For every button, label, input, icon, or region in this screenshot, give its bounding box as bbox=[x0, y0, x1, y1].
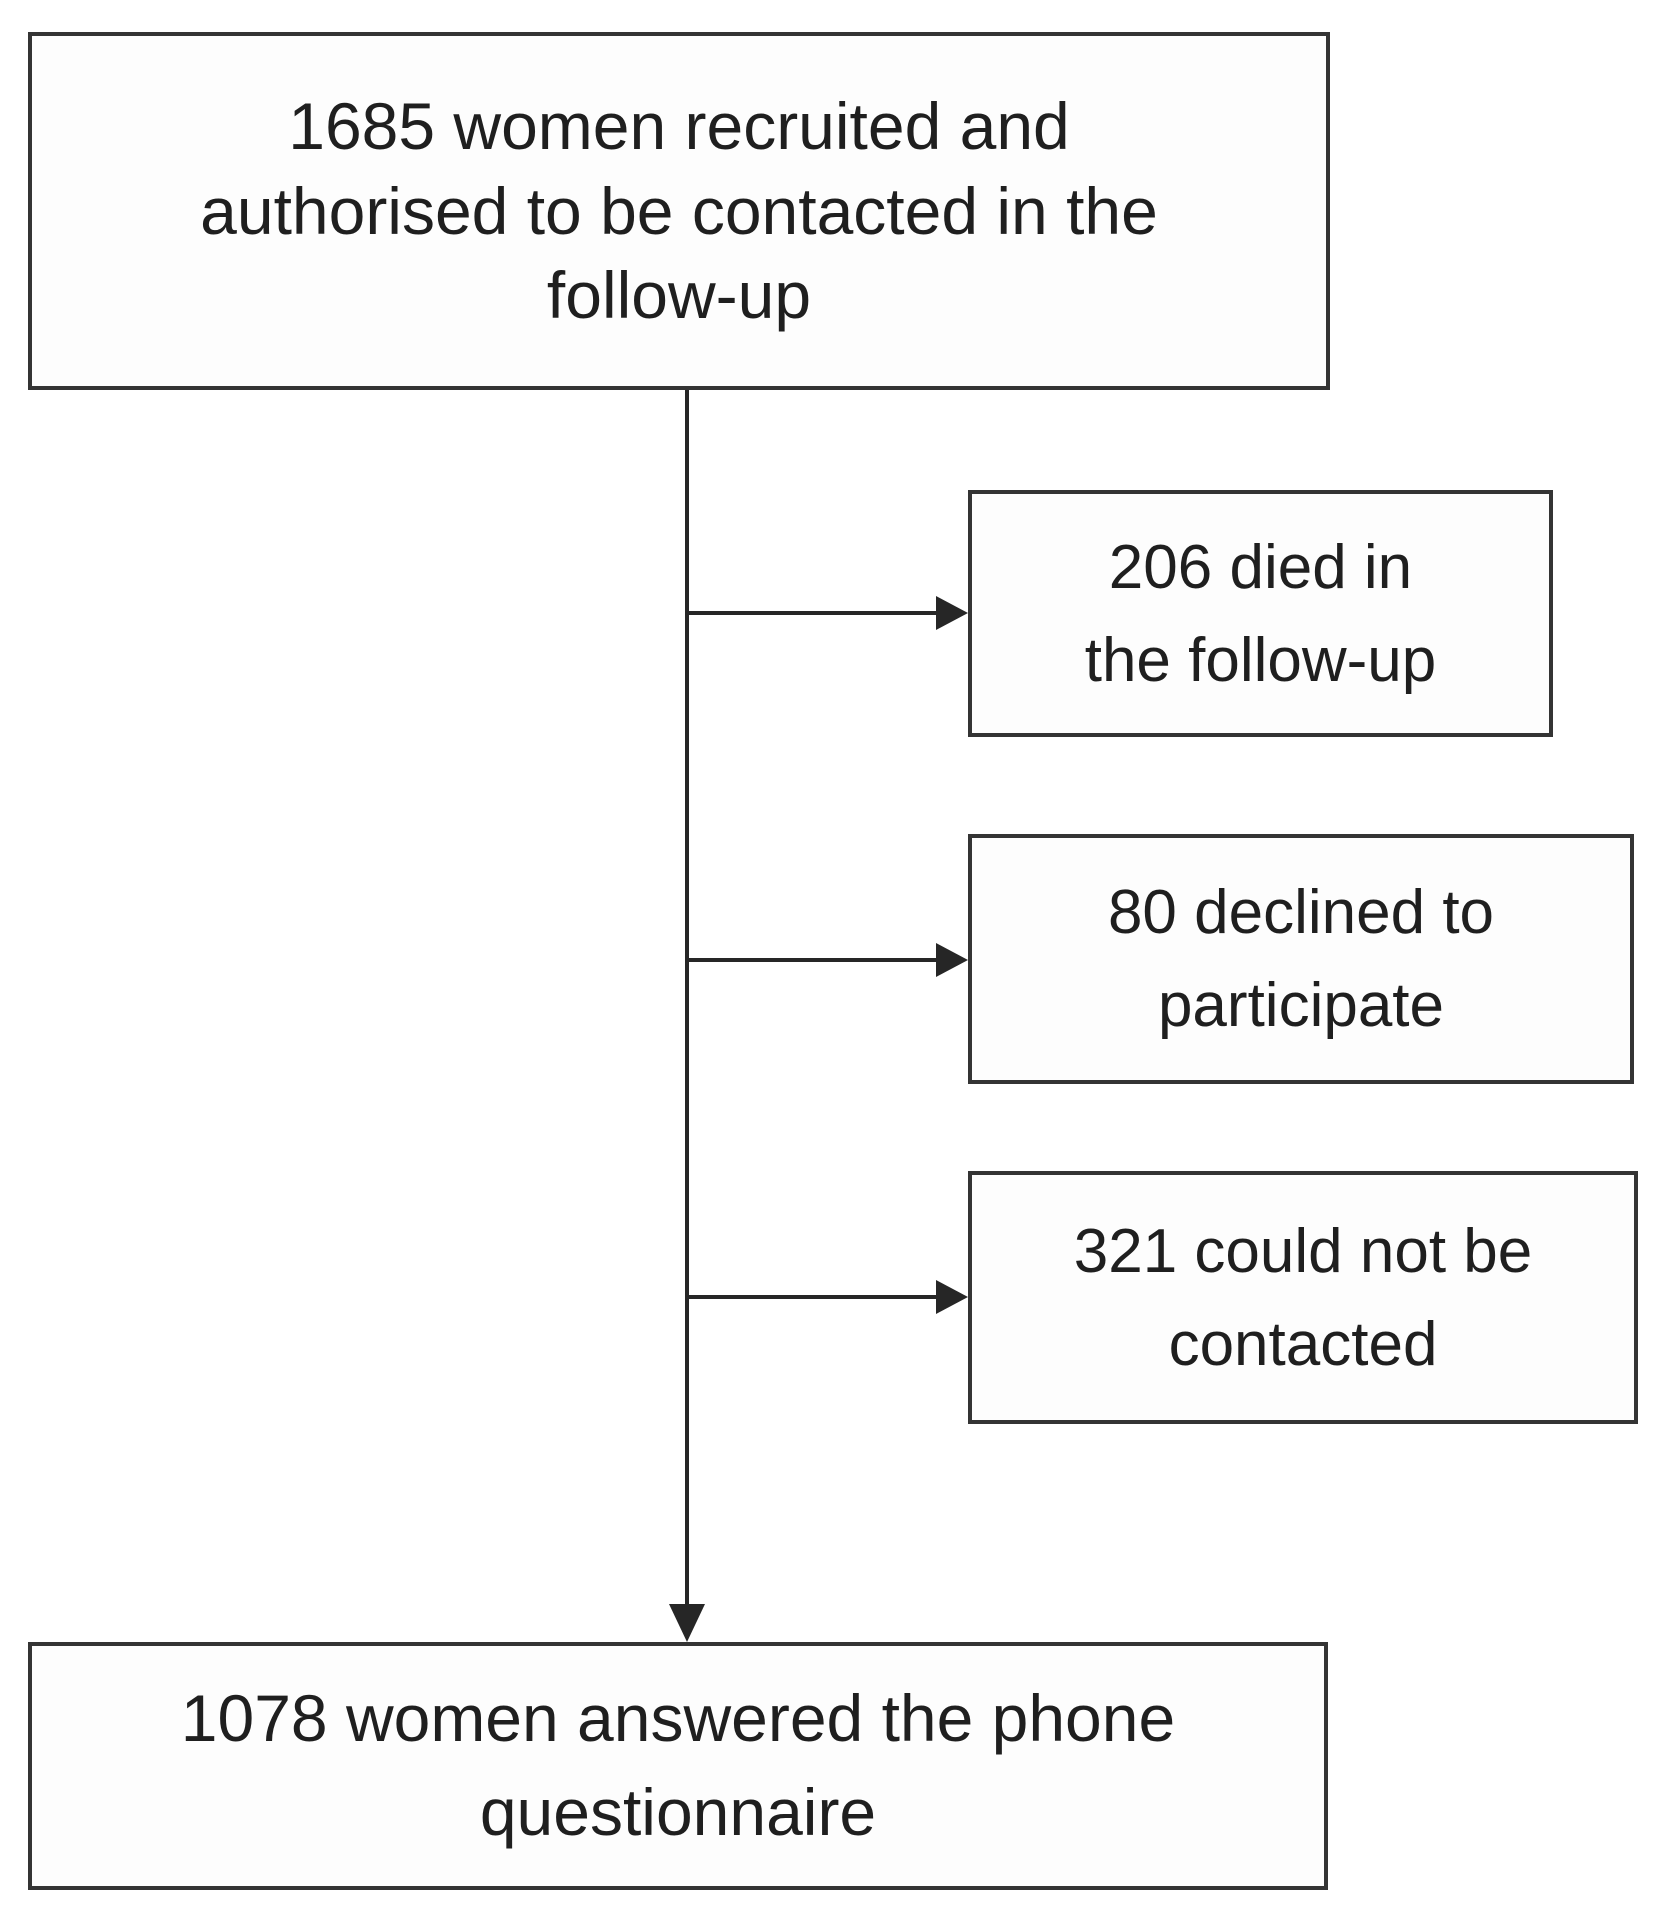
node-not-contacted: 321 could not be contacted bbox=[968, 1171, 1638, 1424]
connector-declined bbox=[687, 958, 938, 962]
node-text-line: 1078 women answered the phone bbox=[180, 1681, 1176, 1756]
node-text-line: 1685 women recruited and bbox=[288, 89, 1070, 164]
node-text-line: authorised to be contacted in the bbox=[200, 173, 1158, 248]
node-declined: 80 declined to participate bbox=[968, 834, 1634, 1084]
node-answered: 1078 women answered the phone questionna… bbox=[28, 1642, 1328, 1890]
arrowhead-right-icon bbox=[936, 596, 968, 630]
node-text-line: 321 could not be bbox=[1073, 1216, 1533, 1286]
node-declined-text: 80 declined to participate bbox=[1108, 866, 1494, 1052]
connector-not-contacted bbox=[687, 1295, 938, 1299]
node-text-line: participate bbox=[1157, 971, 1445, 1040]
node-died-text: 206 died in the follow-up bbox=[1085, 521, 1437, 707]
arrowhead-right-icon bbox=[936, 943, 968, 977]
connector-died bbox=[687, 611, 938, 615]
node-recruited-text: 1685 women recruited and authorised to b… bbox=[200, 84, 1158, 337]
arrowhead-right-icon bbox=[936, 1280, 968, 1314]
connector-trunk-vertical bbox=[685, 390, 689, 1604]
node-text-line: follow-up bbox=[546, 258, 812, 333]
node-text-line: 206 died in bbox=[1108, 532, 1413, 602]
node-text-line: the follow-up bbox=[1084, 625, 1437, 695]
node-not-contacted-text: 321 could not be contacted bbox=[1074, 1205, 1533, 1391]
node-recruited: 1685 women recruited and authorised to b… bbox=[28, 32, 1330, 390]
node-died: 206 died in the follow-up bbox=[968, 490, 1553, 737]
node-answered-text: 1078 women answered the phone questionna… bbox=[181, 1672, 1175, 1859]
node-text-line: contacted bbox=[1168, 1309, 1438, 1379]
node-text-line: 80 declined to bbox=[1107, 878, 1495, 947]
arrowhead-down-icon bbox=[669, 1604, 705, 1642]
node-text-line: questionnaire bbox=[479, 1775, 877, 1849]
